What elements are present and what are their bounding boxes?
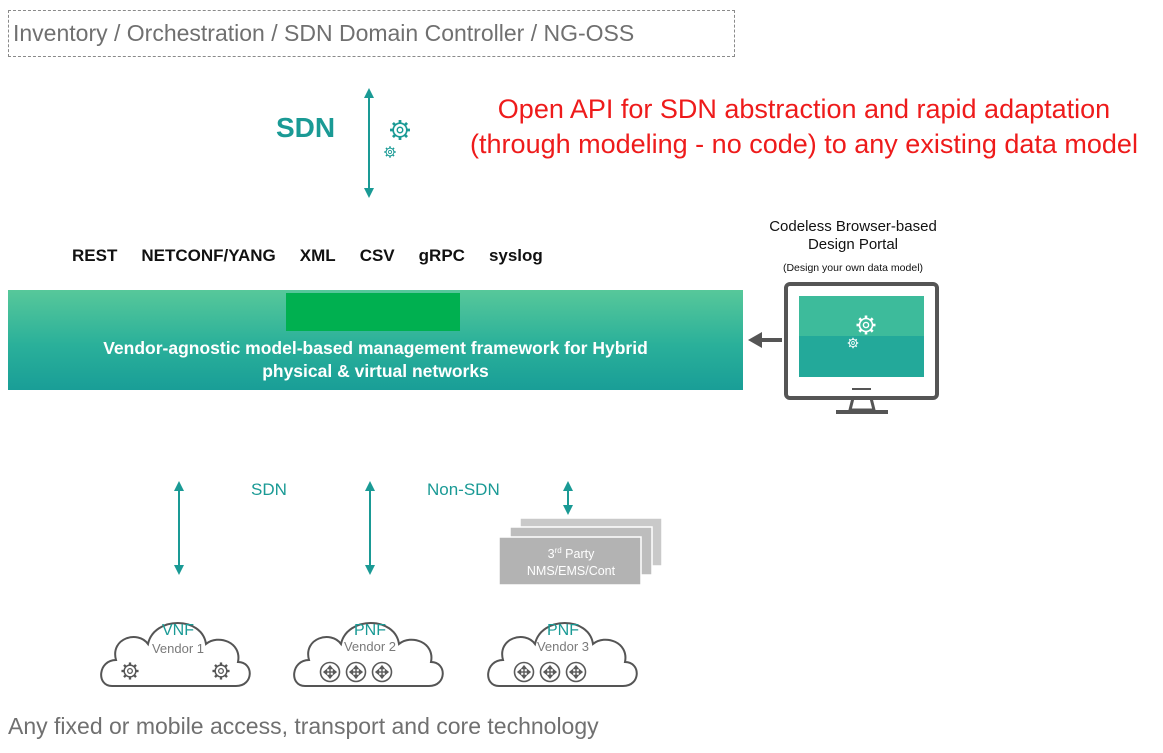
cloud-type-pnf-3: PNF [547,622,579,639]
portal-subtitle: (Design your own data model) [782,262,924,274]
framework-line1: Vendor-agnostic model-based management f… [103,338,648,358]
open-api-line2: (through modeling - no code) to any exis… [470,129,1138,159]
portal-title: Codeless Browser-based Design Portal [748,218,958,254]
third-party-cards [498,517,663,586]
framework-description: Vendor-agnostic model-based management f… [8,337,743,383]
third-party-link-arrow [563,481,573,515]
gear-icon [120,661,231,681]
framework-line2: physical & virtual networks [262,361,489,381]
open-api-line1: Open API for SDN abstraction and rapid a… [497,94,1111,124]
cloud-vendor-1: Vendor 1 [151,641,205,656]
gear-icon [383,118,412,159]
pnf2-link-arrow [365,481,375,575]
sdn-vertical-arrow [364,88,374,198]
portal-title-line2: Design Portal [807,236,899,253]
portal-arrow [748,332,782,348]
northbound-systems-box: Inventory / Orchestration / SDN Domain C… [8,10,735,57]
northbound-systems-label: Inventory / Orchestration / SDN Domain C… [13,20,635,46]
portal-title-line1: Codeless Browser-based [769,218,937,235]
cloud-vendor-2: Vendor 2 [343,639,397,654]
open-api-text: Open API for SDN abstraction and rapid a… [446,92,1162,162]
protocol-syslog: syslog [488,246,543,265]
protocol-rest: REST [72,246,118,265]
footer-text: Any fixed or mobile access, transport an… [8,713,599,739]
cloud-vendor-3: Vendor 3 [536,639,590,654]
cloud-type-pnf-2: PNF [354,622,386,639]
third-party-label: 3rd Party NMS/EMS/Cont [526,546,616,579]
vnf-link-arrow [174,481,184,575]
cloud-type-vnf: VNF [162,622,194,639]
monitor-icon [784,282,939,414]
non-sdn-link-label: Non-SDN [427,480,500,499]
green-highlight-block [286,293,460,331]
router-icon [513,661,587,683]
sdn-link-label: SDN [251,480,287,499]
sdn-label: SDN [276,112,336,143]
protocol-list: REST NETCONF/YANG XML CSV gRPC syslog [72,246,567,266]
protocol-grpc: gRPC [418,246,465,265]
protocol-csv: CSV [359,246,395,265]
protocol-netconf-yang: NETCONF/YANG [141,246,276,265]
protocol-xml: XML [299,246,336,265]
router-icon [319,661,393,683]
